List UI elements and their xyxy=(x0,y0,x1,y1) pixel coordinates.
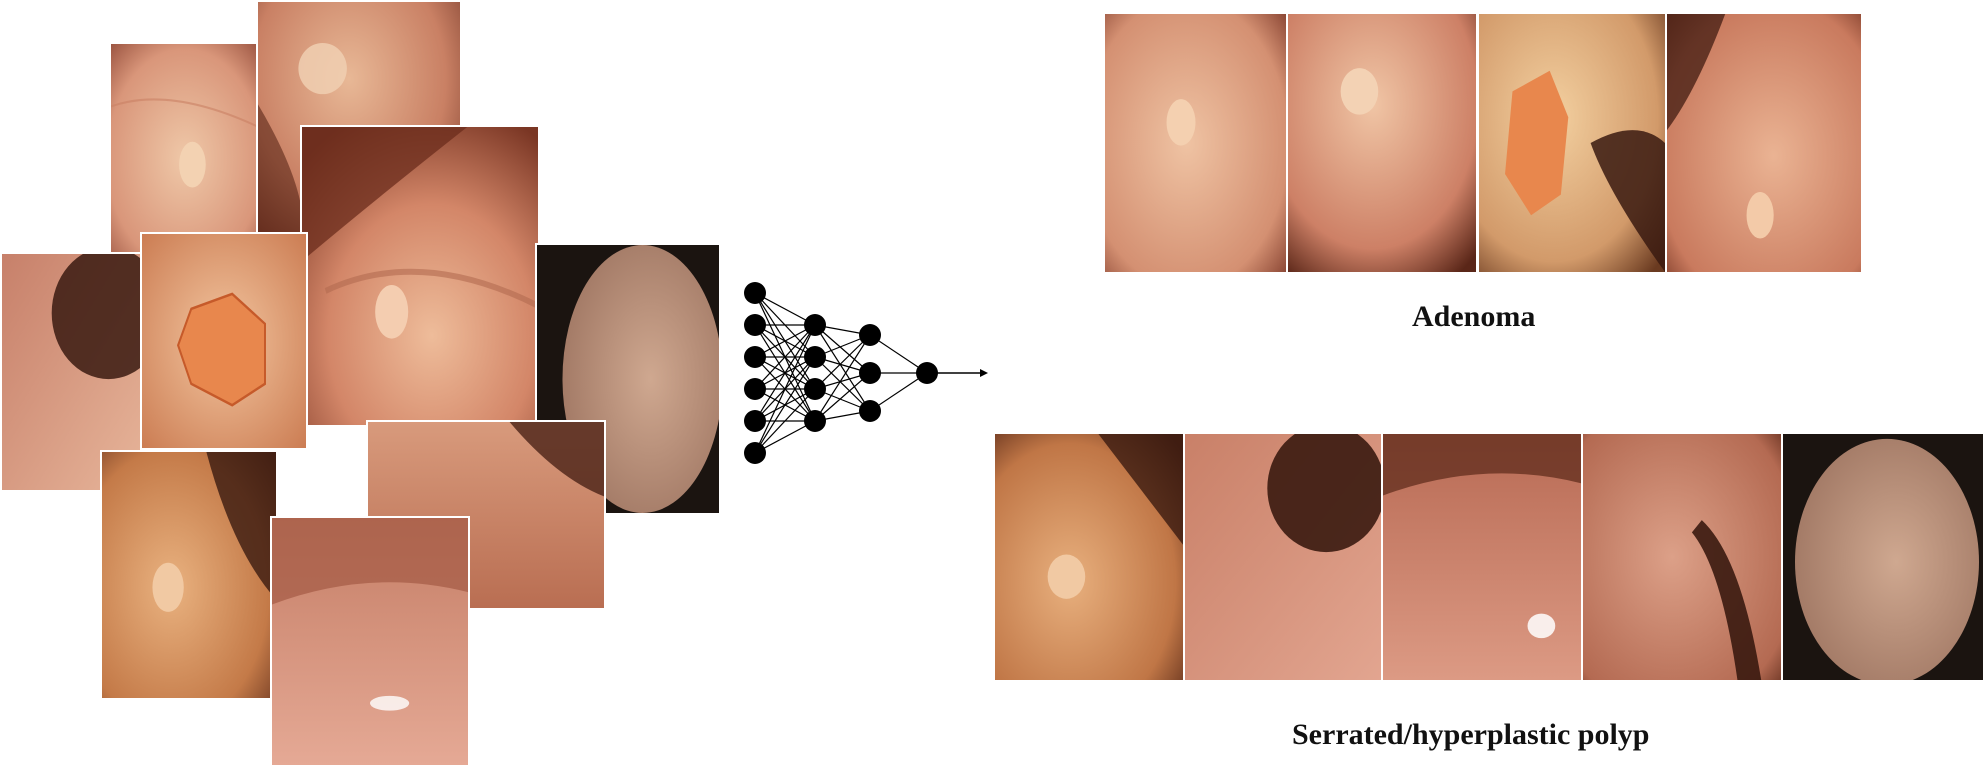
nn-node-layer-2 xyxy=(804,378,826,400)
serrated-image-4 xyxy=(1581,432,1783,682)
nn-node-layer-2 xyxy=(804,410,826,432)
collage-image-5 xyxy=(140,232,308,450)
adenoma-image-2 xyxy=(1286,12,1478,274)
serrated-image-5 xyxy=(1781,432,1985,682)
polyp xyxy=(179,142,206,188)
collage-image-8 xyxy=(100,450,278,700)
nn-node-layer-2 xyxy=(804,346,826,368)
neural-network-icon xyxy=(735,245,995,500)
polyp xyxy=(1167,99,1196,145)
nn-connection xyxy=(755,357,815,453)
nn-node-layer-2 xyxy=(804,314,826,336)
adenoma-label: Adenoma xyxy=(1412,300,1535,334)
serrated-image-3 xyxy=(1381,432,1583,682)
nn-node-layer-3 xyxy=(859,362,881,384)
output-arrow-head xyxy=(980,369,988,377)
nn-node-layer-1 xyxy=(744,346,766,368)
nn-node-layer-3 xyxy=(859,400,881,422)
nn-node-layer-1 xyxy=(744,410,766,432)
serrated-image-2 xyxy=(1183,432,1383,682)
polyp xyxy=(1747,192,1774,238)
adenoma-image-1 xyxy=(1103,12,1288,274)
polyp xyxy=(152,563,183,612)
nn-node-layer-1 xyxy=(744,314,766,336)
nn-node-layer-1 xyxy=(744,282,766,304)
adenoma-image-3 xyxy=(1477,12,1667,274)
polyp xyxy=(375,285,408,339)
adenoma-image-4 xyxy=(1665,12,1863,274)
serrated-label: Serrated/hyperplastic polyp xyxy=(1292,718,1650,752)
polyp xyxy=(1048,555,1086,599)
collage-image-9 xyxy=(270,516,470,767)
nn-node-layer-1 xyxy=(744,378,766,400)
collage-image-1 xyxy=(109,42,261,254)
nn-node-layer-1 xyxy=(744,442,766,464)
polyp xyxy=(1341,68,1379,114)
collage-image-3 xyxy=(300,125,540,427)
nn-node-layer-3 xyxy=(859,324,881,346)
serrated-image-1 xyxy=(993,432,1185,682)
